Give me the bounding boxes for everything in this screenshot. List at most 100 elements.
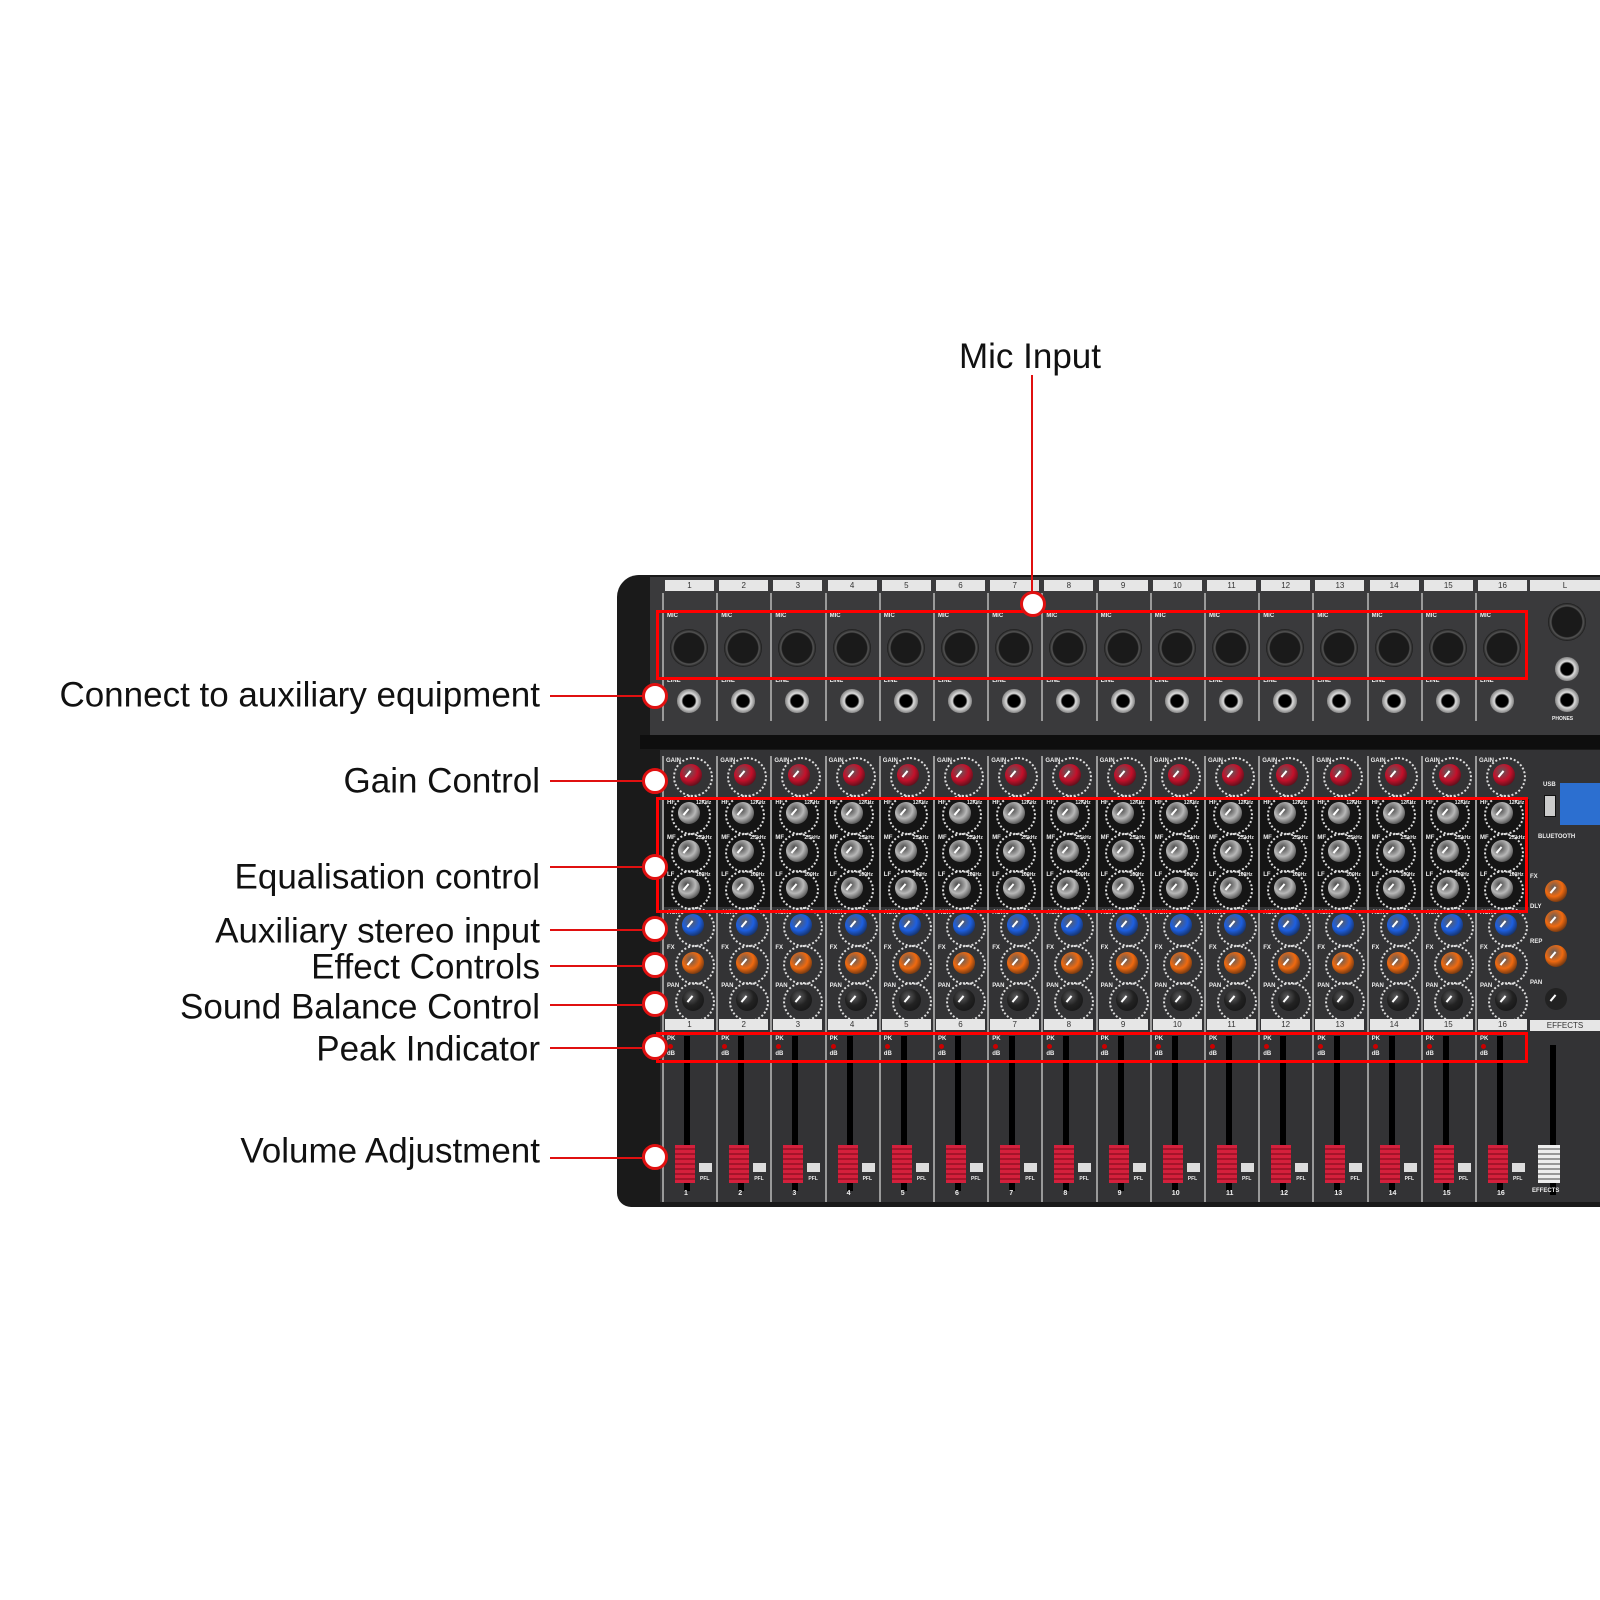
lf-knob[interactable] [1220,877,1242,899]
volume-fader[interactable] [1000,1145,1021,1183]
line-jack-input[interactable] [1327,689,1352,713]
mf-knob[interactable] [1328,840,1351,862]
mf-knob[interactable] [1057,840,1080,862]
gain-knob[interactable] [1059,764,1082,786]
gain-knob[interactable] [1005,764,1028,786]
dly-effect-knob[interactable] [1545,910,1567,932]
lf-knob[interactable] [732,877,755,899]
lf-knob[interactable] [678,877,700,899]
master-pan-knob[interactable] [1545,988,1567,1010]
lf-knob[interactable] [1111,877,1134,899]
volume-fader[interactable] [837,1145,858,1183]
mf-knob[interactable] [840,840,863,862]
hf-knob[interactable] [840,802,863,824]
usb-port[interactable] [1544,795,1556,817]
gain-knob[interactable] [842,764,865,786]
gain-knob[interactable] [680,764,702,786]
mf-knob[interactable] [1491,840,1513,862]
pan-knob[interactable] [1169,989,1192,1011]
aux-knob[interactable] [953,914,975,936]
pfl-button[interactable] [915,1163,929,1172]
line-jack-input[interactable] [1219,689,1243,713]
gain-knob[interactable] [1276,764,1299,786]
mf-knob[interactable] [786,840,809,862]
fx-knob[interactable] [1061,952,1084,974]
volume-fader[interactable] [1325,1145,1346,1183]
aux-knob[interactable] [898,914,921,936]
mic-xlr-input[interactable] [724,629,763,667]
hf-knob[interactable] [1382,802,1405,824]
line-jack-input[interactable] [677,689,701,713]
gain-knob[interactable] [951,764,973,786]
gain-knob[interactable] [1438,764,1461,786]
volume-fader[interactable] [675,1145,695,1183]
mic-xlr-input[interactable] [941,629,979,667]
pan-knob[interactable] [844,989,867,1011]
volume-fader[interactable] [1162,1145,1183,1183]
pan-knob[interactable] [1278,989,1301,1011]
fx-knob[interactable] [1386,952,1409,974]
fx-knob[interactable] [844,952,867,974]
volume-fader[interactable] [729,1145,750,1183]
pan-knob[interactable] [1061,989,1084,1011]
mf-knob[interactable] [678,840,700,862]
aux-knob[interactable] [1115,914,1138,936]
line-jack-input[interactable] [1490,689,1514,713]
pfl-button[interactable] [1295,1163,1309,1172]
mf-knob[interactable] [1111,840,1134,862]
line-jack-input[interactable] [785,689,810,713]
mic-xlr-input[interactable] [832,629,871,667]
fx-knob[interactable] [898,952,921,974]
pfl-button[interactable] [1024,1163,1038,1172]
gain-knob[interactable] [1493,764,1515,786]
aux-knob[interactable] [736,914,759,936]
aux-knob[interactable] [1007,914,1030,936]
lf-knob[interactable] [1491,877,1513,899]
mf-knob[interactable] [1436,840,1459,862]
mf-knob[interactable] [949,840,971,862]
lf-knob[interactable] [949,877,971,899]
pfl-button[interactable] [1186,1163,1200,1172]
fx-effect-knob[interactable] [1545,880,1567,902]
pan-knob[interactable] [1495,989,1517,1011]
effects-fader[interactable] [1538,1145,1560,1183]
hf-knob[interactable] [894,802,917,824]
line-jack-input[interactable] [948,689,972,713]
aux-knob[interactable] [790,914,813,936]
pfl-button[interactable] [1457,1163,1471,1172]
hf-knob[interactable] [1220,802,1242,824]
mic-xlr-input[interactable] [1157,629,1196,667]
pfl-button[interactable] [1403,1163,1417,1172]
mf-knob[interactable] [1220,840,1242,862]
pfl-button[interactable] [970,1163,983,1172]
lf-knob[interactable] [1057,877,1080,899]
pfl-button[interactable] [807,1163,821,1172]
pan-knob[interactable] [682,989,704,1011]
aux-knob[interactable] [1386,914,1409,936]
pan-knob[interactable] [898,989,921,1011]
pfl-button[interactable] [1512,1163,1525,1172]
pfl-button[interactable] [1132,1163,1146,1172]
fx-knob[interactable] [953,952,975,974]
pan-knob[interactable] [1224,989,1246,1011]
pan-knob[interactable] [736,989,759,1011]
aux-knob[interactable] [1440,914,1463,936]
fx-knob[interactable] [1224,952,1246,974]
mic-xlr-input[interactable] [1483,629,1521,667]
gain-knob[interactable] [1167,764,1190,786]
lf-knob[interactable] [786,877,809,899]
lf-knob[interactable] [1003,877,1026,899]
volume-fader[interactable] [1379,1145,1400,1183]
lf-knob[interactable] [1274,877,1297,899]
master-xlr-output[interactable] [1548,603,1586,641]
line-jack-input[interactable] [1056,689,1081,713]
mic-xlr-input[interactable] [1320,629,1359,667]
hf-knob[interactable] [1165,802,1188,824]
mic-xlr-input[interactable] [670,629,708,667]
aux-knob[interactable] [1169,914,1192,936]
hf-knob[interactable] [949,802,971,824]
aux-knob[interactable] [1332,914,1355,936]
volume-fader[interactable] [891,1145,912,1183]
fx-knob[interactable] [1332,952,1355,974]
mf-knob[interactable] [1382,840,1405,862]
